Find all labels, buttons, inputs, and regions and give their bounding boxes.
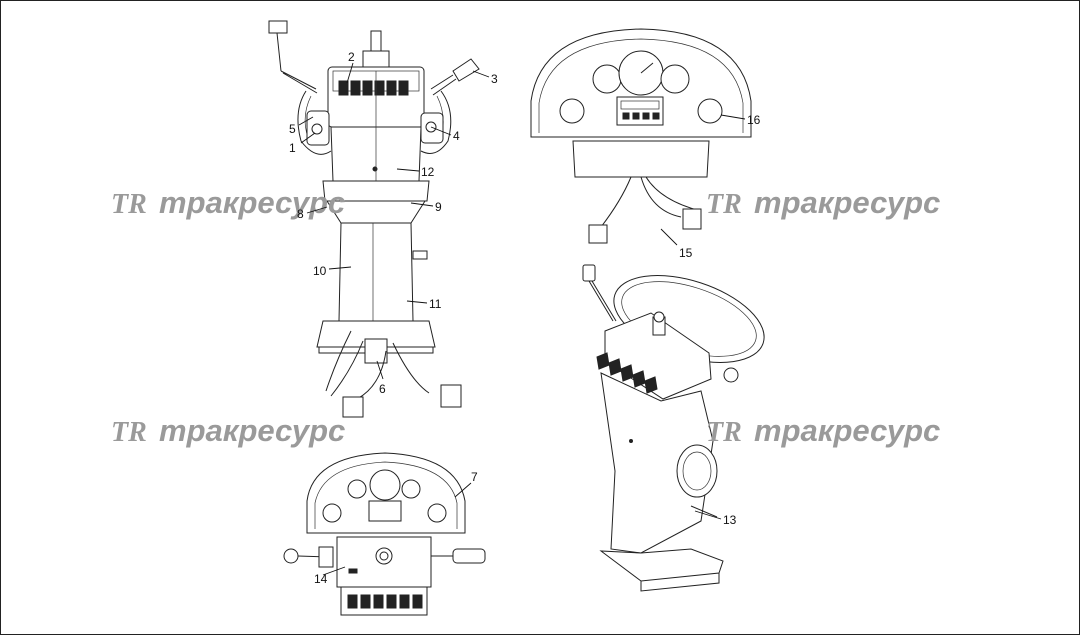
callout-14: 14 (314, 566, 346, 586)
callout-label: 16 (747, 113, 761, 127)
watermark-3: TR тракресурс (111, 413, 345, 448)
callout-label: 6 (379, 382, 386, 396)
callout-13: 13 (694, 510, 737, 527)
callout-label: 8 (297, 207, 304, 221)
lower-display (368, 500, 402, 522)
plug-15-right (682, 208, 702, 230)
callout-label: 3 (491, 72, 498, 86)
callout-7: 7 (454, 470, 478, 498)
callout-11: 11 (406, 297, 442, 311)
callout-3: 3 (472, 70, 498, 86)
callout-8: 8 (297, 206, 328, 221)
callout-label: 2 (348, 50, 355, 64)
right-lever-knob (452, 58, 480, 82)
callout-15: 15 (660, 228, 693, 260)
watermark-2: TR тракресурс (706, 185, 940, 220)
callout-label: 10 (313, 264, 327, 278)
watermark-text: тракресурс (159, 185, 345, 220)
watermark-text: тракресурс (754, 185, 940, 220)
watermark-text: тракресурс (754, 413, 940, 448)
watermark-logo: TR (706, 417, 742, 448)
column-isometric-view (582, 264, 765, 592)
callout-12: 12 (396, 165, 435, 179)
watermark-logo: TR (706, 189, 742, 220)
callout-2: 2 (346, 50, 355, 84)
callout-10: 10 (313, 264, 352, 278)
callout-label: 15 (679, 246, 693, 260)
plug-right (440, 384, 462, 408)
watermark-logo: TR (111, 417, 147, 448)
callout-label: 13 (723, 513, 737, 527)
callout-label: 4 (453, 129, 460, 143)
watermark-1: TR тракресурс (111, 185, 345, 220)
callout-5: 5 (289, 116, 314, 136)
dashboard-view-top (530, 28, 752, 244)
watermark-4: TR тракресурс (706, 413, 940, 448)
center-display (616, 96, 664, 126)
harness-connector-6 (364, 338, 388, 364)
callout-16: 16 (720, 113, 761, 127)
callout-label: 9 (435, 200, 442, 214)
callout-9: 9 (410, 200, 442, 214)
watermark-text: тракресурс (159, 413, 345, 448)
callout-6: 6 (376, 360, 386, 396)
iso-base (599, 548, 724, 582)
iso-switch-block (596, 352, 658, 394)
left-lever-knob (268, 20, 288, 34)
callout-label: 14 (314, 572, 328, 586)
column-lower-body (338, 222, 414, 322)
callout-label: 5 (289, 122, 296, 136)
callout-label: 12 (421, 165, 435, 179)
callout-4: 4 (430, 126, 460, 143)
callout-1: 1 (289, 132, 316, 155)
watermark-logo: TR (111, 189, 147, 220)
iso-body (600, 372, 714, 554)
plug-15-left (588, 224, 608, 244)
dashboard-control-view (283, 452, 486, 616)
plug-left (342, 396, 364, 418)
callout-label: 1 (289, 141, 296, 155)
callout-label: 11 (429, 297, 442, 311)
switch-block-front (338, 80, 409, 96)
column-front-view (268, 20, 480, 418)
callout-label: 7 (471, 470, 478, 484)
